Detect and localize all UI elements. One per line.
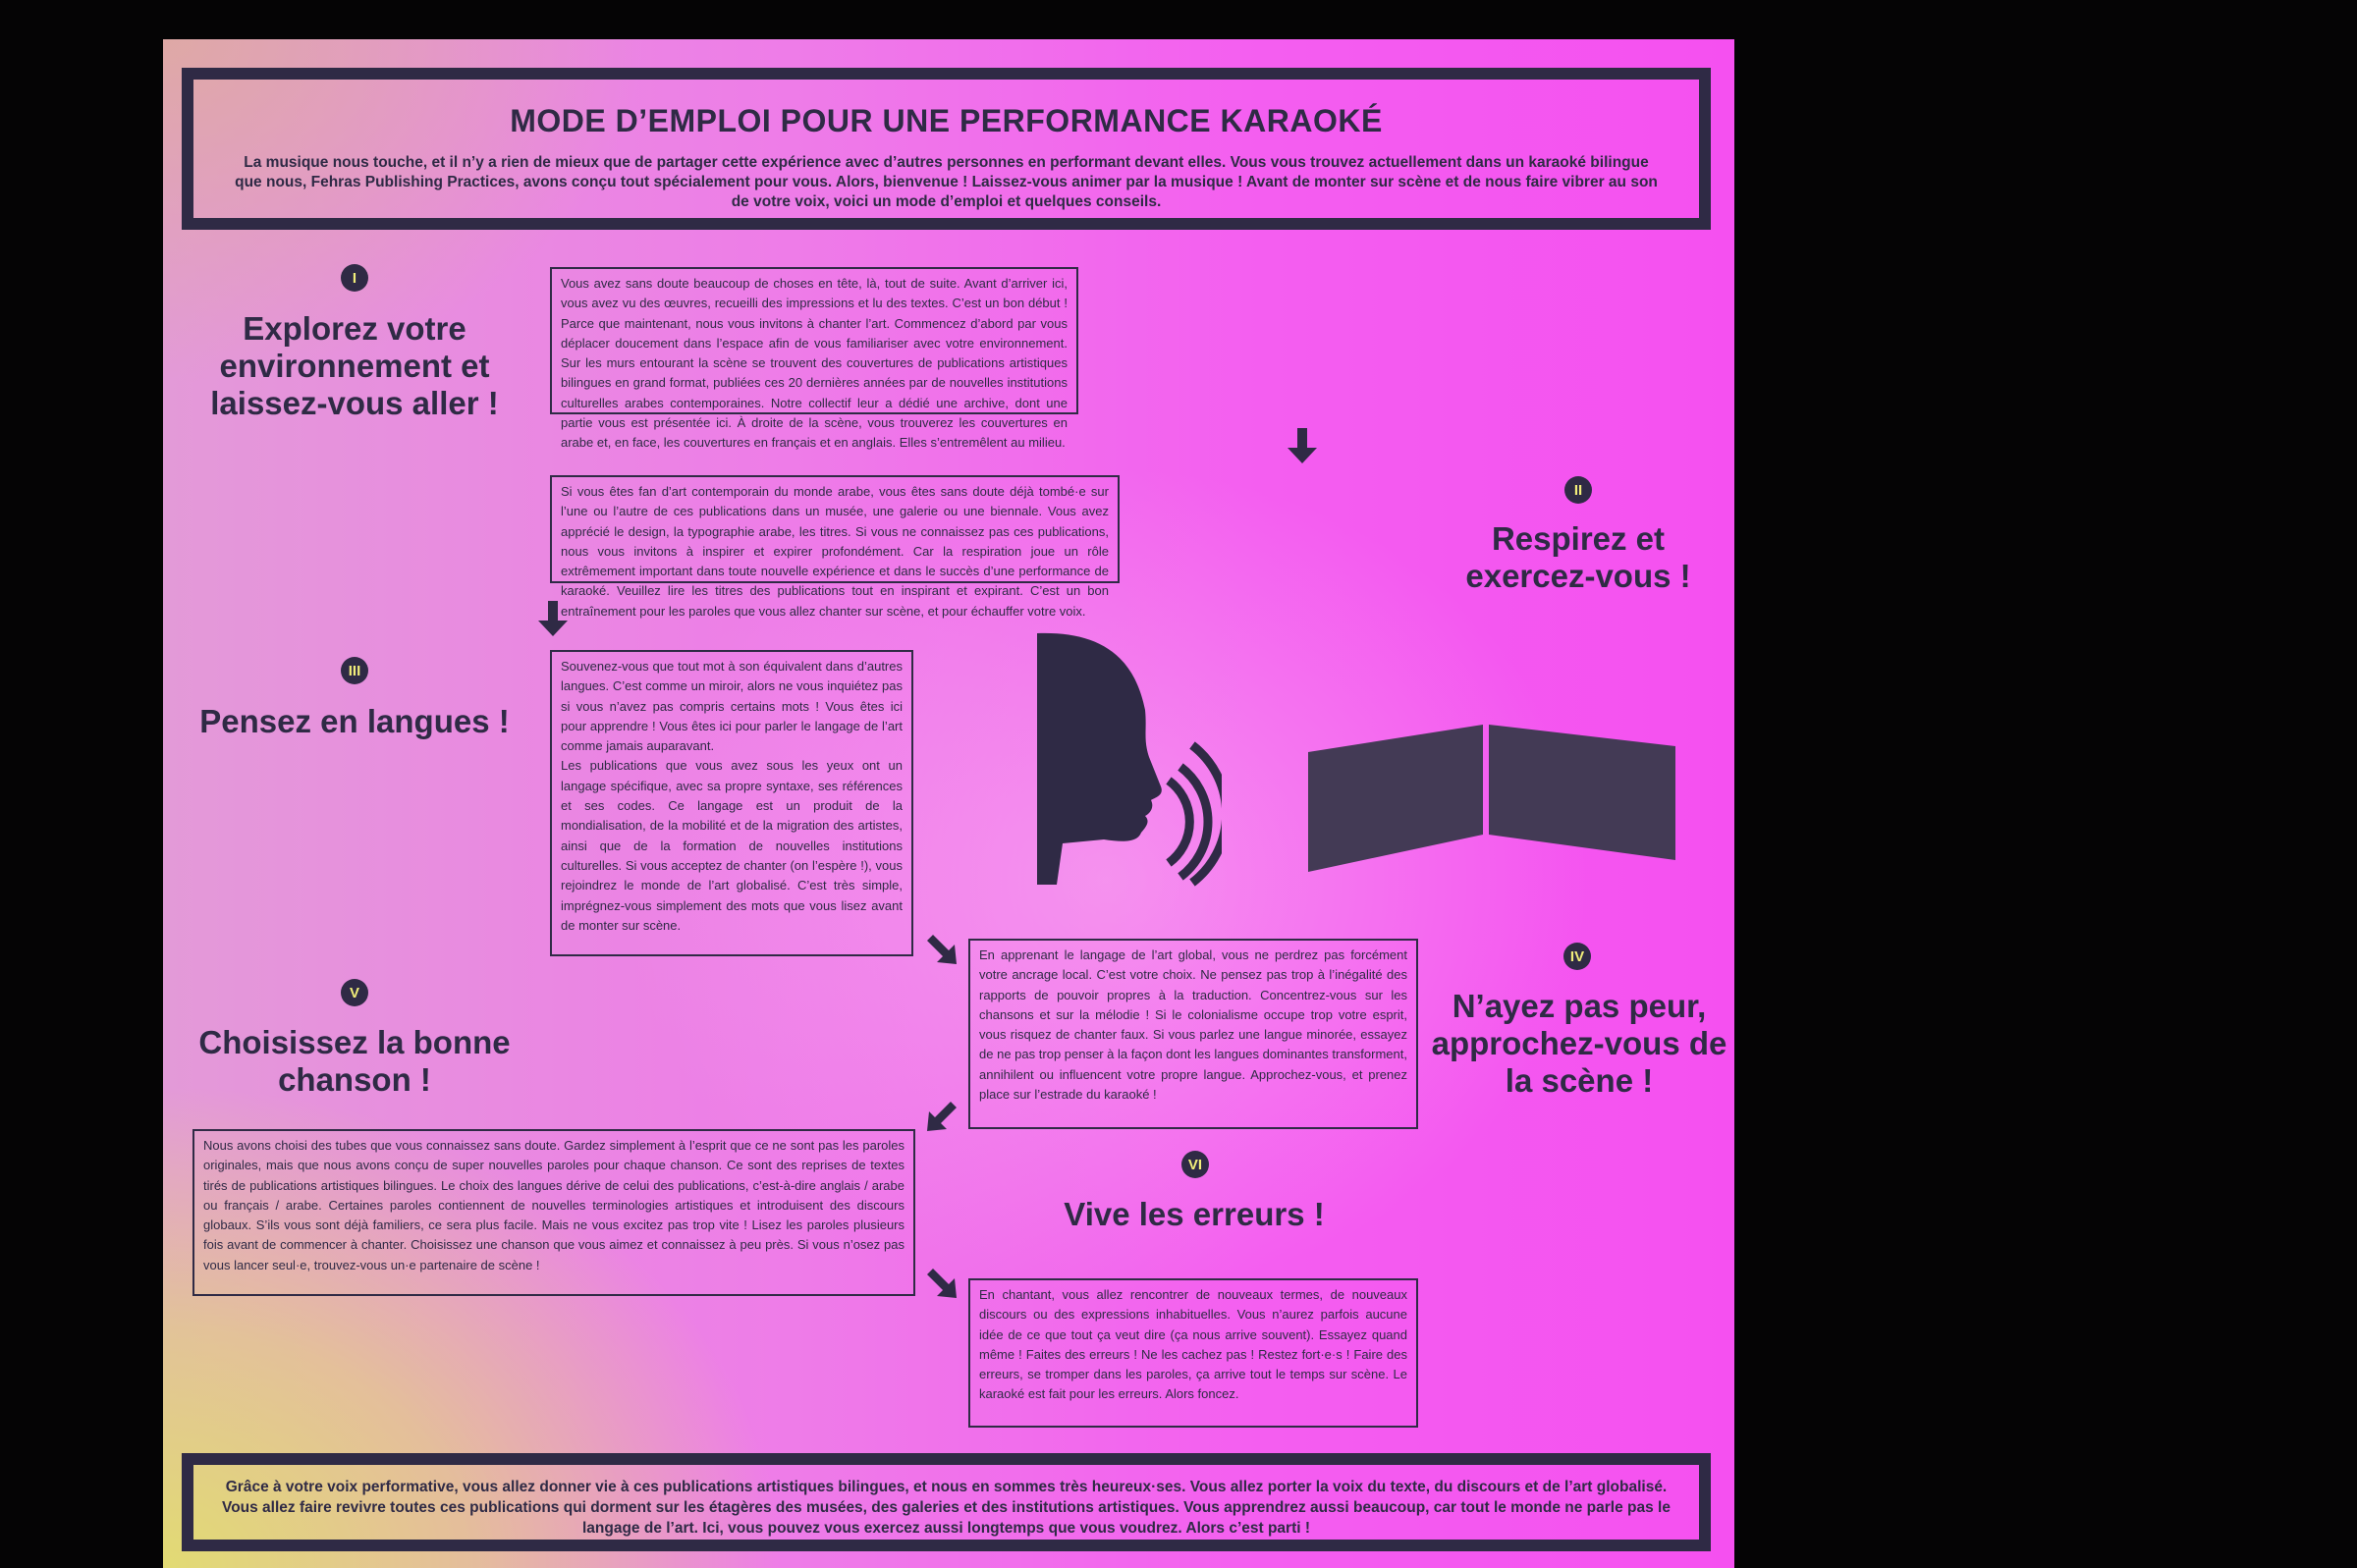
footer-box: Grâce à votre voix performative, vous al… bbox=[182, 1453, 1711, 1551]
step-6-text: En chantant, vous allez rencontrer de no… bbox=[968, 1278, 1418, 1428]
intro-text: La musique nous touche, et il n’y a rien… bbox=[235, 154, 1658, 210]
step-6-heading: Vive les erreurs ! bbox=[1064, 1196, 1325, 1232]
step-1-text: Vous avez sans doute beaucoup de choses … bbox=[550, 267, 1078, 450]
open-book-icon bbox=[1308, 725, 1675, 872]
step-6-badge: VI bbox=[1181, 1151, 1209, 1178]
karaoke-instructions-poster: MODE D’EMPLOI POUR UNE PERFORMANCE KARAO… bbox=[163, 39, 1734, 1568]
arrow-down-icon bbox=[538, 601, 568, 636]
step-3-badge: III bbox=[341, 657, 368, 684]
arrow-down-right-icon bbox=[927, 1269, 957, 1298]
step-4-heading: N’ayez pas peur, approchez-vous de la sc… bbox=[1431, 988, 1727, 1099]
step-1-heading: Explorez votre environnement et laissez-… bbox=[210, 310, 499, 421]
step-5-text: Nous avons choisi des tubes que vous con… bbox=[192, 1129, 915, 1296]
arrow-down-icon bbox=[1288, 428, 1317, 463]
page-title: MODE D’EMPLOI POUR UNE PERFORMANCE KARAO… bbox=[510, 103, 1383, 138]
step-5-heading: Choisissez la bonne chanson ! bbox=[198, 1024, 511, 1098]
step-3-heading: Pensez en langues ! bbox=[199, 703, 510, 739]
step-4-badge: IV bbox=[1563, 943, 1591, 970]
closing-text: Grâce à votre voix performative, vous al… bbox=[222, 1479, 1671, 1537]
step-5-badge: V bbox=[341, 979, 368, 1006]
step-1-badge: I bbox=[341, 264, 368, 292]
step-3-text-part-2: Les publications que vous avez sous les … bbox=[561, 758, 903, 933]
speaking-head-icon bbox=[1037, 632, 1222, 887]
step-3-text-part-1: Souvenez-vous que tout mot à son équival… bbox=[561, 659, 903, 754]
arrow-down-left-icon bbox=[927, 1102, 957, 1131]
step-2-text: Si vous êtes fan d’art contemporain du m… bbox=[550, 475, 1120, 619]
step-2-badge: II bbox=[1564, 476, 1592, 504]
arrow-down-right-icon bbox=[927, 935, 957, 964]
step-2-heading: Respirez et exercez-vous ! bbox=[1465, 520, 1691, 594]
step-4-text: En apprenant le langage de l’art global,… bbox=[968, 939, 1418, 1129]
step-3-text: Souvenez-vous que tout mot à son équival… bbox=[550, 650, 913, 956]
header-box: MODE D’EMPLOI POUR UNE PERFORMANCE KARAO… bbox=[182, 68, 1711, 230]
